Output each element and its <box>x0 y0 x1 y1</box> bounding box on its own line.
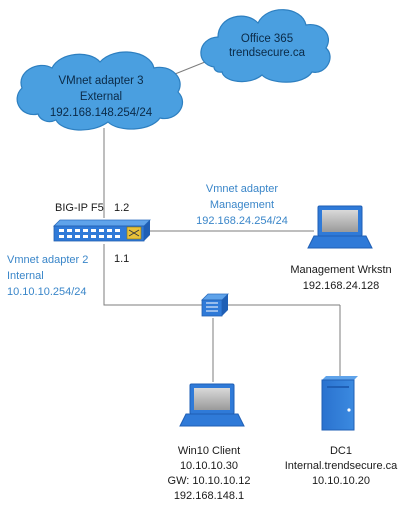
internal-adapter-role: Internal <box>7 270 44 282</box>
internal-adapter-name: Vmnet adapter 2 <box>7 254 88 266</box>
f5-switch-icon <box>53 219 151 242</box>
win10-laptop-base <box>179 413 245 427</box>
dc1-server-top <box>322 376 358 380</box>
lan-switch-icon <box>201 293 229 317</box>
management-workstation-name: Management Wrkstn <box>290 264 391 276</box>
f5-port-internal: 1.1 <box>114 253 129 265</box>
management-workstation-ip: 192.168.24.128 <box>303 280 379 292</box>
dc1-server-body <box>321 379 355 431</box>
management-laptop-screen <box>322 210 358 232</box>
win10-client-gateway: GW: 10.10.10.12 <box>168 475 251 487</box>
lan-switch-arrows <box>206 302 218 312</box>
office365-cloud-shape <box>200 9 331 83</box>
dc1-server-power-led <box>347 408 351 412</box>
f5-switch-top <box>53 219 151 227</box>
management-adapter-subnet: 192.168.24.254/24 <box>196 215 288 227</box>
office365-cloud-domain: trendsecure.ca <box>229 47 306 59</box>
f5-port-external: 1.2 <box>114 202 129 214</box>
f5-device-name: BIG-IP F5 <box>55 202 104 214</box>
office365-cloud-title: Office 365 <box>241 33 293 45</box>
win10-laptop-icon <box>179 383 245 427</box>
office365-cloud: Office 365 trendsecure.ca <box>200 9 331 83</box>
management-laptop-base <box>307 235 373 249</box>
connection-lines <box>103 57 341 382</box>
f5-switch-badge-arrows <box>128 229 140 237</box>
link-f5-internal-lan <box>103 244 202 306</box>
internal-adapter-subnet: 10.10.10.254/24 <box>7 286 87 298</box>
management-adapter-name: Vmnet adapter <box>206 183 278 195</box>
lan-switch-side <box>222 294 228 316</box>
f5-switch-ports <box>59 229 120 238</box>
vmnet3-cloud-shape <box>16 51 184 131</box>
f5-switch-side <box>144 220 150 241</box>
dc1-ip: 10.10.10.20 <box>312 475 370 487</box>
win10-laptop-screen <box>194 388 230 410</box>
management-laptop-icon <box>307 205 373 249</box>
dc1-server-drive-slot <box>327 386 349 388</box>
vmnet3-cloud-subnet: 192.168.148.254/24 <box>50 107 153 119</box>
lan-switch-front <box>201 299 223 317</box>
dc1-server-tower-icon <box>321 376 358 431</box>
management-adapter-role: Management <box>210 199 274 211</box>
win10-client-ip: 10.10.10.30 <box>180 460 238 472</box>
win10-client-extra-ip: 192.168.148.1 <box>174 490 244 502</box>
dc1-name: DC1 <box>330 445 352 457</box>
dc1-fqdn: Internal.trendsecure.ca <box>285 460 398 472</box>
vmnet3-cloud: VMnet adapter 3 External 192.168.148.254… <box>16 51 184 131</box>
win10-client-name: Win10 Client <box>178 445 240 457</box>
vmnet3-cloud-name: VMnet adapter 3 <box>58 75 143 87</box>
vmnet3-cloud-role: External <box>80 91 122 103</box>
